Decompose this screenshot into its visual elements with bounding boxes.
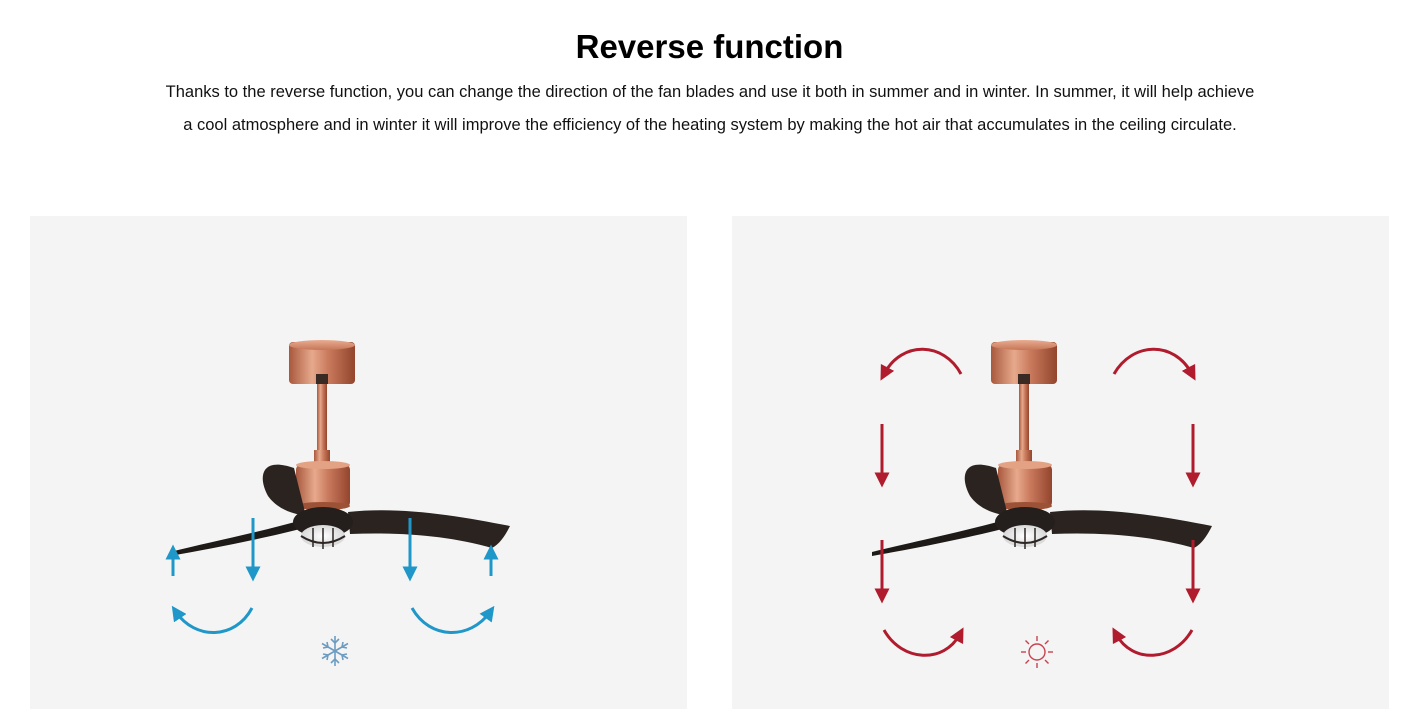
winter-fan-illustration [871,339,1213,668]
airflow-arrows [874,347,1201,657]
page-description: Thanks to the reverse function, you can … [165,83,1255,134]
page-title: Reverse function [575,28,844,65]
sun-icon [1021,636,1053,668]
curve-arrow-bottom-left [882,627,964,657]
airflow-down-arrows [165,518,499,634]
curve-arrow-top-left [880,347,963,381]
curve-arrow-left [171,605,254,634]
curve-arrow-bottom-right [1112,627,1194,657]
ceiling-fan-image [169,339,511,557]
winter-mode-panel [732,216,1389,709]
curve-arrow-right [410,605,495,634]
snowflake-icon [321,636,349,666]
curve-arrow-top-right [1112,347,1196,381]
summer-mode-panel [30,216,687,709]
ceiling-fan-image [871,339,1213,557]
summer-fan-illustration [165,339,511,666]
